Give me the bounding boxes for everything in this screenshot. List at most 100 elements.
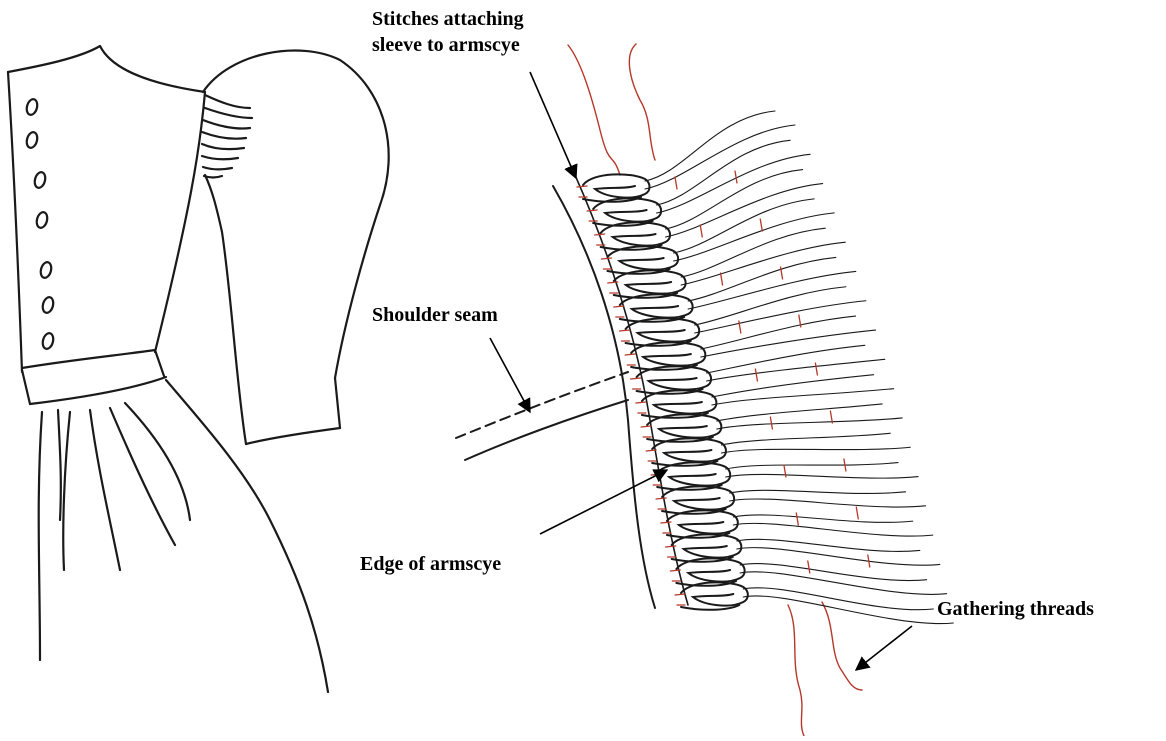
button	[39, 261, 53, 279]
skirt-fold	[58, 410, 61, 520]
thread-tick	[755, 369, 757, 381]
sleeve-gather	[202, 144, 244, 149]
label-stitches: Stitches attaching sleeve to armscye	[372, 6, 524, 58]
gathering-thread	[568, 45, 620, 175]
skirt-fold	[90, 410, 120, 570]
sleeve-gather	[202, 132, 246, 139]
waistband-right	[155, 350, 164, 376]
thread-tick	[796, 513, 798, 525]
fabric-line	[726, 474, 918, 478]
skirt-fold	[39, 412, 42, 660]
gathering-threads-group	[568, 44, 862, 736]
pleat	[601, 222, 670, 249]
stitch-mark	[595, 234, 605, 235]
thread-tick	[808, 561, 810, 573]
fabric-line	[695, 301, 866, 333]
waistband-bottom	[30, 377, 166, 404]
fabric-line	[740, 572, 946, 595]
fabric-line	[717, 404, 882, 421]
fabric-line	[733, 515, 912, 522]
fabric-line	[721, 447, 910, 453]
fabric-line	[721, 433, 890, 445]
thread-tick	[815, 363, 817, 375]
button	[25, 98, 39, 116]
sleeve-gather	[203, 167, 232, 169]
fabric-line	[712, 375, 874, 397]
arrows	[490, 72, 912, 670]
arrow-stitches	[530, 72, 576, 178]
button	[41, 332, 55, 350]
stitch-mark	[675, 594, 685, 595]
fabric-line	[717, 418, 902, 429]
stitch-mark	[577, 186, 587, 187]
fabric-line	[726, 463, 898, 469]
skirt-right-edge	[166, 380, 328, 692]
fabric-line	[681, 242, 845, 285]
fabric-line	[701, 330, 876, 357]
label-stitches-line1: Stitches attaching	[372, 6, 524, 32]
thread-tick	[770, 417, 772, 429]
sleeve-gather	[202, 156, 238, 159]
fabric-line	[707, 359, 885, 381]
stitch-mark	[636, 402, 646, 403]
thread-tick	[856, 507, 858, 519]
stitch-mark	[641, 426, 651, 427]
fabric-line	[645, 125, 795, 189]
stitch-mark	[620, 330, 630, 331]
bodice-side	[155, 92, 205, 352]
sleeve-gather	[205, 95, 250, 108]
fabric-line	[743, 588, 933, 610]
button	[35, 211, 49, 229]
button	[33, 171, 47, 189]
stitch-mark	[625, 354, 635, 355]
gathering-thread	[788, 605, 804, 736]
thread-tick	[735, 171, 737, 183]
skirt-fold	[63, 412, 70, 570]
sleeve-cuff	[246, 378, 340, 444]
pleat	[614, 270, 686, 297]
gathering-thread	[822, 602, 862, 690]
fabric-line	[674, 213, 835, 261]
sleeve-inner	[205, 175, 246, 444]
bodice-front-edge	[8, 72, 22, 372]
gathering-thread	[629, 44, 655, 160]
arrow-shoulder-seam	[490, 338, 530, 412]
fabric-line	[737, 548, 940, 566]
pleated-sleeve-detail	[456, 44, 953, 736]
button	[41, 296, 55, 314]
fabric-line	[666, 184, 823, 237]
fabric-line	[707, 345, 865, 373]
fabric-line	[730, 499, 926, 507]
stitch-mark	[587, 210, 597, 211]
arrow-gathering-threads	[856, 626, 912, 670]
arrow-edge-armscye	[540, 470, 667, 534]
stitch-mark	[631, 378, 641, 379]
stitch-mark	[614, 306, 624, 307]
waistband-left	[22, 370, 30, 404]
stitch-mark	[601, 258, 611, 259]
pleat	[607, 246, 678, 273]
neckline	[8, 46, 205, 92]
fabric-line	[688, 271, 856, 309]
fabric-line	[701, 316, 856, 349]
thread-tick	[760, 219, 762, 231]
label-gathering-threads: Gathering threads	[937, 596, 1094, 622]
fabric-line	[733, 523, 932, 536]
thread-tick	[675, 177, 677, 189]
label-edge-of-armscye: Edge of armscye	[360, 551, 501, 577]
pleat	[593, 198, 661, 225]
label-shoulder-seam: Shoulder seam	[372, 302, 498, 328]
sleeve-top	[203, 50, 389, 378]
shoulder-line	[465, 400, 628, 460]
skirt-fold	[110, 408, 175, 545]
fabric-line	[645, 111, 775, 181]
fabric-line	[688, 257, 836, 301]
thread-tick	[830, 411, 832, 423]
bodice-sketch	[8, 46, 389, 692]
fabric-line	[730, 490, 906, 493]
fabric-line	[712, 389, 894, 405]
sleeve-gather	[205, 108, 252, 118]
thread-tick	[700, 225, 702, 237]
stitch-mark	[661, 522, 671, 523]
